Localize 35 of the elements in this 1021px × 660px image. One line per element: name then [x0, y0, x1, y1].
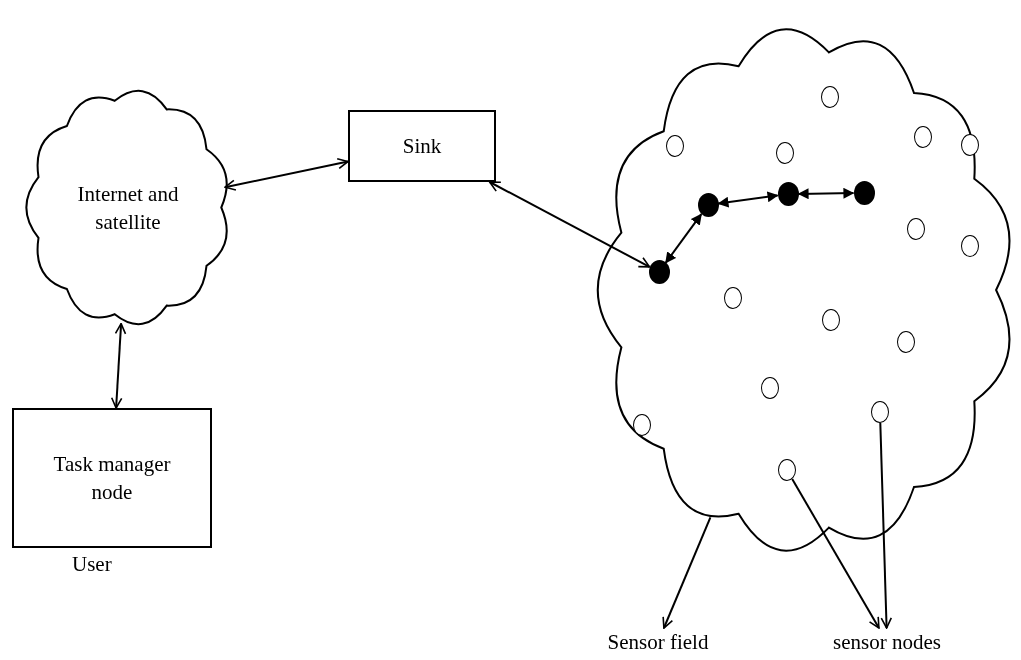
arrow: [224, 157, 349, 191]
leader-label: sensor nodes: [832, 628, 942, 656]
node-label: Sink: [401, 132, 443, 160]
leader-line: [879, 422, 893, 629]
leader-label: Sensor field: [606, 628, 710, 656]
sensor-node-circle: [914, 126, 932, 148]
sensor-node-circle: [961, 134, 979, 156]
sensor-node-circle: [897, 331, 915, 353]
sensor-node-circle: [776, 142, 794, 164]
sensor-node-dot: [853, 181, 875, 205]
process-box: [348, 110, 496, 182]
sensor-node-circle: [724, 287, 742, 309]
leader-line: [791, 478, 880, 629]
arrow: [488, 181, 651, 268]
sensor-node-circle: [822, 309, 840, 331]
sensor-node-circle: [871, 401, 889, 423]
arrow: [110, 322, 127, 409]
arrow: [797, 187, 855, 200]
arrow: [717, 191, 779, 208]
node-label: Internet and satellite: [76, 180, 180, 236]
sensor-node-circle: [778, 459, 796, 481]
sensor-node-circle: [666, 135, 684, 157]
sensor-node-circle: [821, 86, 839, 108]
sensor-node-circle: [961, 235, 979, 257]
beside-label: User: [72, 552, 112, 577]
sensor-node-circle: [761, 377, 779, 399]
sensor-node-circle: [633, 414, 651, 436]
sensor-node-dot: [697, 193, 719, 217]
process-box: [12, 408, 212, 548]
node-label: Task manager node: [52, 450, 172, 506]
sensor-node-dot: [648, 260, 670, 284]
sensor-node-dot: [777, 182, 799, 206]
sensor-node-circle: [907, 218, 925, 240]
arrow: [664, 213, 703, 264]
leader-line: [662, 516, 712, 629]
